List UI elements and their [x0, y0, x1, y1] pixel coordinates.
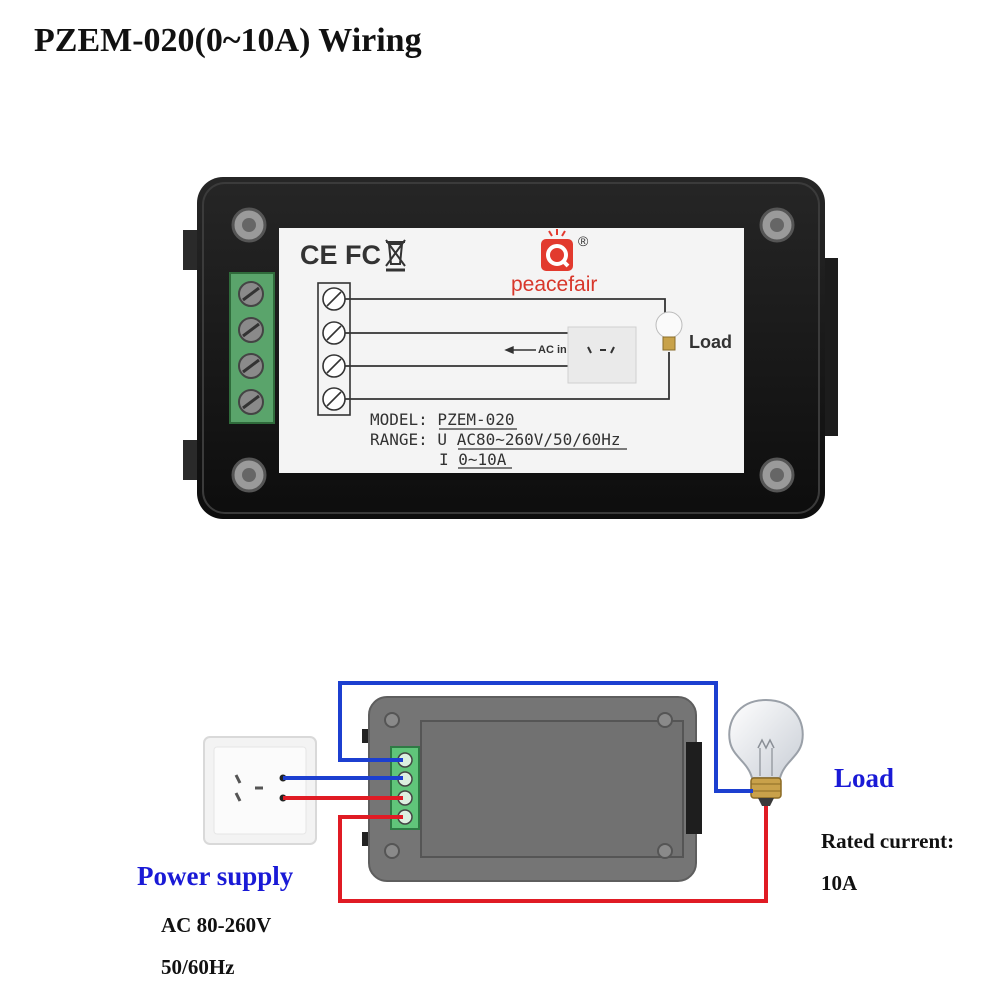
current-line: I 0~10A	[439, 450, 507, 469]
terminal-block	[229, 272, 275, 424]
screw-icon	[759, 207, 795, 243]
ac-in-arrow-icon	[504, 345, 536, 355]
meter-outline	[362, 696, 702, 882]
power-supply-title: Power supply	[137, 861, 294, 891]
screw-icon	[759, 457, 795, 493]
brand-name: peacefair	[511, 273, 598, 296]
rated-current-value: 10A	[821, 871, 858, 895]
range-line: RANGE: U AC80~260V/50/60Hz	[370, 430, 621, 449]
right-clip	[823, 258, 838, 436]
registered-mark: ®	[578, 233, 589, 249]
ac-in-label: AC in	[538, 344, 567, 356]
screw-icon	[231, 457, 267, 493]
light-bulb-icon	[728, 698, 804, 806]
supply-frequency: 50/60Hz	[161, 955, 235, 979]
peacefair-logo-icon	[541, 229, 573, 271]
model-line: MODEL: PZEM-020	[370, 410, 515, 429]
label-underlines	[439, 428, 627, 469]
wiring-diagram	[203, 681, 804, 903]
label-terminal-icons	[317, 282, 351, 416]
label-outlet-icon	[567, 326, 637, 384]
neutral-wire-to-load	[338, 681, 753, 793]
page-title: PZEM-020(0~10A) Wiring	[34, 22, 422, 59]
certification-marks: CE FC	[300, 240, 381, 270]
wall-outlet-icon	[203, 736, 317, 845]
label-bulb-icon	[655, 311, 683, 351]
live-wire-to-load	[338, 806, 768, 903]
meter-photo	[183, 177, 838, 519]
load-title: Load	[834, 763, 895, 793]
weee-bin-icon	[385, 239, 406, 272]
rated-current-label: Rated current:	[821, 829, 955, 853]
meter-load-label: Load	[689, 332, 732, 352]
supply-voltage: AC 80-260V	[161, 913, 272, 937]
screw-icon	[231, 207, 267, 243]
